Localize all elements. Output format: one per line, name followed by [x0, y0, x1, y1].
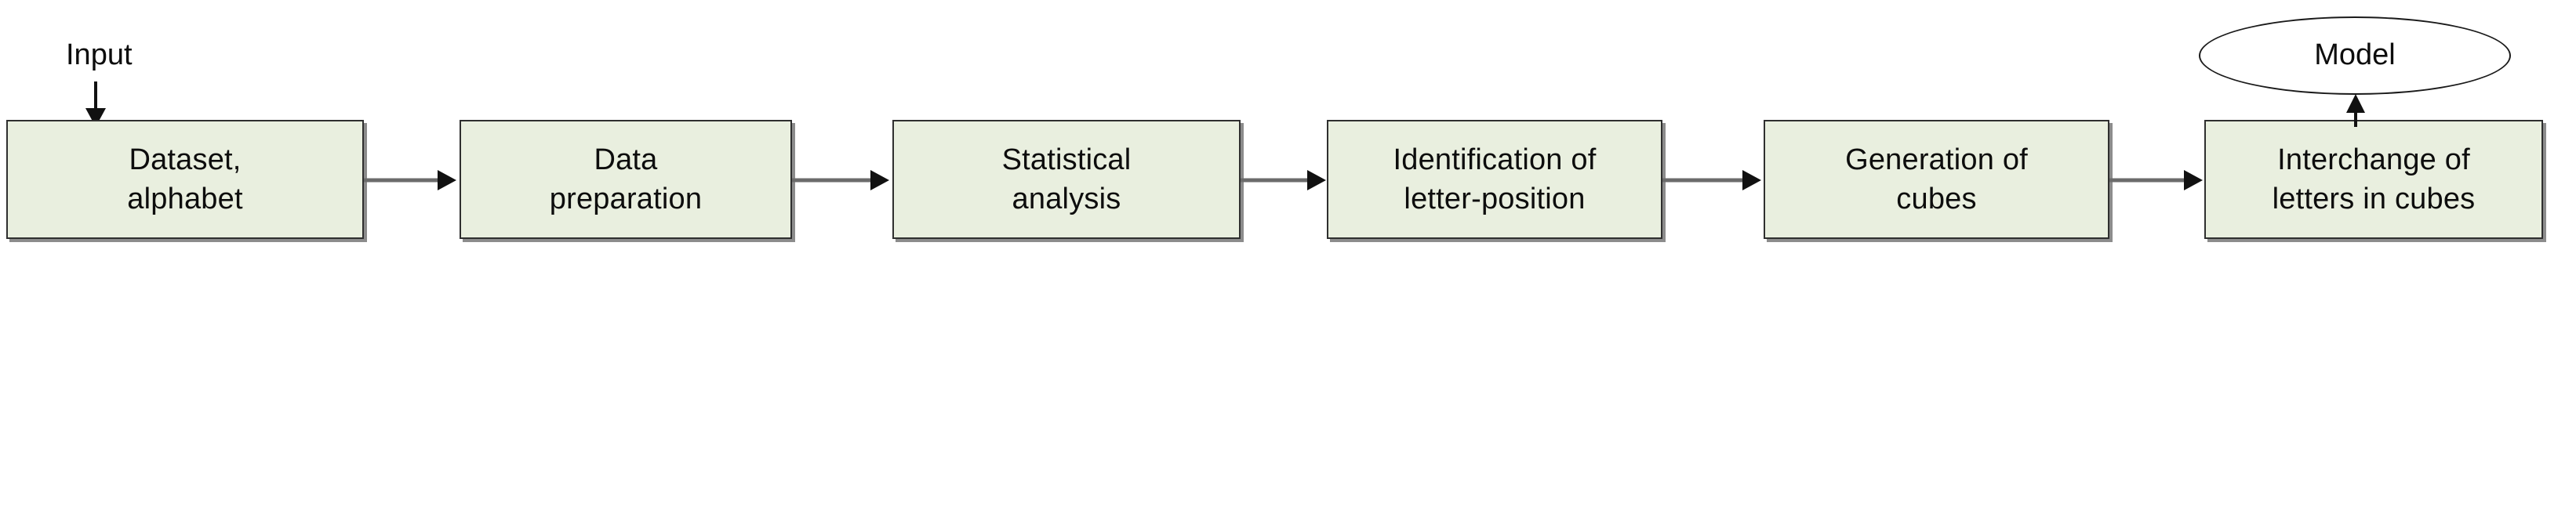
node-label-line2: cubes [1896, 183, 1977, 215]
node-generation-of-cubes[interactable]: Generation of cubes [1764, 120, 2109, 239]
node-label-line2: analysis [1012, 183, 1121, 215]
arrow-statistical-analysis-to-identification [1241, 170, 1326, 190]
node-label: Interchange of letters in cubes [2265, 140, 2483, 219]
node-label-line1: Interchange of [2277, 143, 2470, 176]
node-label-line1: Generation of [1845, 143, 2028, 176]
node-label: Identification of letter-position [1385, 140, 1604, 219]
node-statistical-analysis[interactable]: Statistical analysis [892, 120, 1241, 239]
input-label: Input [66, 38, 133, 71]
node-identification-letter-position[interactable]: Identification of letter-position [1327, 120, 1662, 239]
node-interchange-letters-in-cubes[interactable]: Interchange of letters in cubes [2204, 120, 2543, 239]
arrow-input-to-dataset [85, 81, 106, 127]
arrow-generation-of-cubes-to-interchange [2109, 170, 2203, 190]
arrow-dataset-to-data-preparation [364, 170, 456, 190]
node-label-line2: preparation [549, 183, 703, 215]
node-label: Statistical analysis [994, 140, 1139, 219]
node-label-line2: letter-position [1404, 183, 1586, 215]
node-label: Model [2314, 38, 2396, 72]
node-label-line2: alphabet [127, 183, 243, 215]
arrow-identification-to-generation-of-cubes [1662, 170, 1761, 190]
node-model[interactable]: Model [2199, 16, 2511, 95]
node-label-line1: Data [594, 143, 658, 176]
node-label-line1: Statistical [1001, 143, 1132, 176]
arrow-interchange-to-model [2346, 94, 2365, 127]
node-label: Generation of cubes [1837, 140, 2036, 219]
node-data-preparation[interactable]: Data preparation [460, 120, 792, 239]
node-label-line2: letters in cubes [2272, 183, 2476, 215]
node-label: Data preparation [542, 140, 710, 219]
arrow-data-preparation-to-statistical-analysis [792, 170, 889, 190]
node-dataset-alphabet[interactable]: Dataset, alphabet [6, 120, 364, 239]
node-label-line1: Identification of [1393, 143, 1597, 176]
node-label-line1: Dataset, [129, 143, 242, 176]
node-label: Dataset, alphabet [119, 140, 250, 219]
